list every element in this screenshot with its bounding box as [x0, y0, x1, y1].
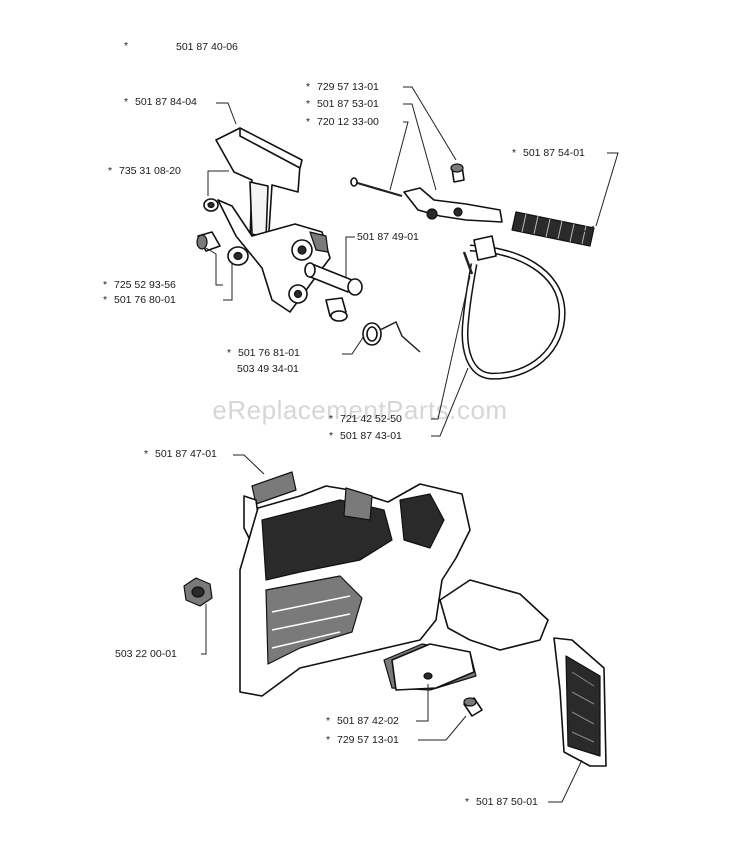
brake-lever-part [217, 199, 331, 313]
callout-star: * [124, 96, 128, 108]
cover-plate-part [553, 637, 607, 767]
callout-star: * [103, 279, 107, 291]
callout-star: * [103, 294, 107, 306]
callout-label: 503 49 34-01 [237, 363, 299, 375]
brake-band-part [461, 235, 566, 380]
callout-star: * [144, 448, 148, 460]
callout-label: 720 12 33-00 [317, 116, 379, 128]
screw-part [196, 231, 221, 252]
callout-star: * [326, 734, 330, 746]
pin-part [304, 262, 363, 296]
callout-label: 503 22 00-01 [115, 648, 177, 660]
bushing-part [203, 198, 219, 212]
leader-lines [201, 86, 619, 803]
callout-label: 501 87 53-01 [317, 98, 379, 110]
callout-label: 501 87 42-02 [337, 715, 399, 727]
callout-label: 501 76 80-01 [114, 294, 176, 306]
callout-star: * [108, 165, 112, 177]
callout-label: 501 87 50-01 [476, 796, 538, 808]
callout-star: * [227, 347, 231, 359]
callout-star: * [329, 430, 333, 442]
spring-part [362, 320, 421, 353]
washer-part [227, 246, 249, 266]
callout-star: * [306, 116, 310, 128]
callout-label: 721 42 52-50 [340, 413, 402, 425]
callout-label: 725 52 93-56 [114, 279, 176, 291]
callout-label: 729 57 13-01 [317, 81, 379, 93]
sleeve-part [325, 297, 348, 322]
callout-star: * [465, 796, 469, 808]
hand-guard-part [215, 127, 303, 247]
callout-label: 501 87 47-01 [155, 448, 217, 460]
callout-label: 735 31 08-20 [119, 165, 181, 177]
compression-spring-part [511, 211, 595, 247]
callout-label: 501 87 40-06 [176, 41, 238, 53]
callout-star: * [326, 715, 330, 727]
callout-star: * [124, 40, 128, 52]
link-arm-part [350, 163, 503, 223]
callout-labels: * 501 87 40-06 * 501 87 84-04 * 735 31 0… [103, 40, 585, 808]
watermark-text: eReplacementParts.com [212, 395, 507, 425]
callout-star: * [306, 81, 310, 93]
callout-label: 501 87 54-01 [523, 147, 585, 159]
callout-label: 501 76 81-01 [238, 347, 300, 359]
lower-screw-part [463, 697, 483, 717]
callout-star: * [512, 147, 516, 159]
callout-star: * [329, 413, 333, 425]
callout-star: * [306, 98, 310, 110]
callout-label: 729 57 13-01 [337, 734, 399, 746]
plate-part [391, 643, 475, 691]
callout-label: 501 87 43-01 [340, 430, 402, 442]
callout-label: 501 87 49-01 [357, 231, 419, 243]
callout-label: 501 87 84-04 [135, 96, 197, 108]
nut-part [183, 577, 213, 607]
